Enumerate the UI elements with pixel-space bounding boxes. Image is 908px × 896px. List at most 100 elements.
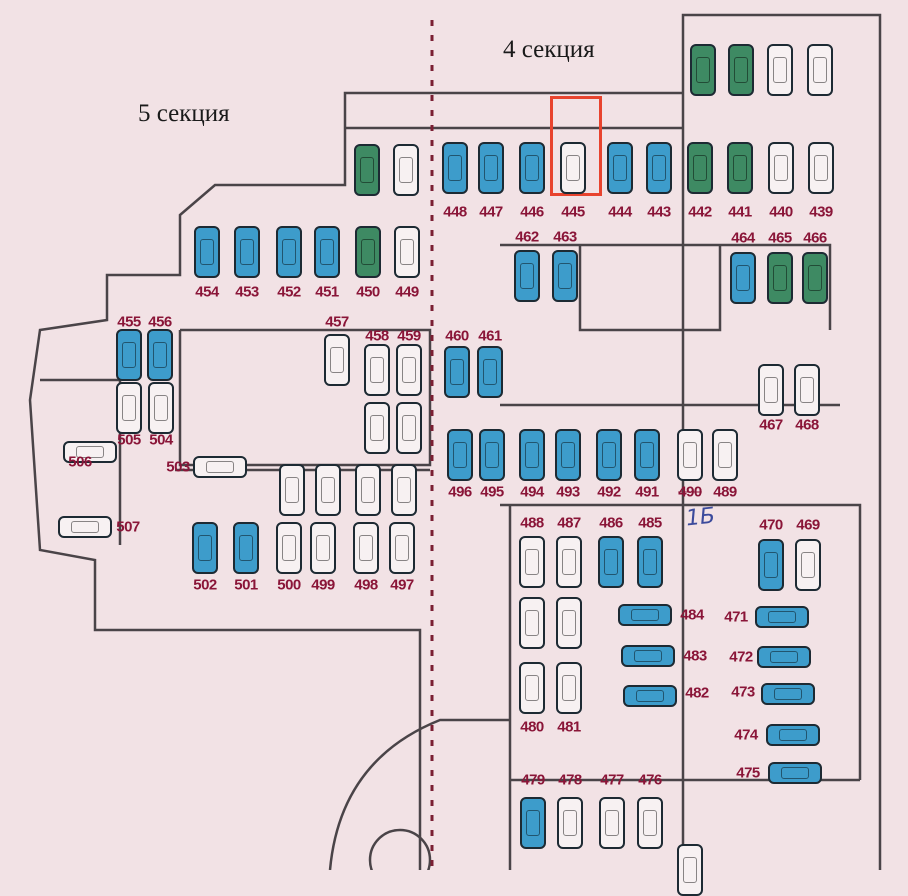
parking-spot-448[interactable] xyxy=(442,142,468,194)
parking-spot-498[interactable] xyxy=(353,522,379,574)
parking-spot-472[interactable] xyxy=(757,646,811,668)
parking-spot-442[interactable] xyxy=(687,142,713,194)
parking-spot-unnumbered[interactable] xyxy=(393,144,419,196)
parking-spot-465[interactable] xyxy=(767,252,793,304)
parking-spot-491[interactable] xyxy=(634,429,660,481)
parking-spot-unnumbered[interactable] xyxy=(728,44,754,96)
parking-spot-unnumbered[interactable] xyxy=(355,464,381,516)
parking-spot-480[interactable] xyxy=(519,662,545,714)
parking-spot-506[interactable] xyxy=(63,441,117,463)
parking-spot-unnumbered[interactable] xyxy=(354,144,380,196)
parking-spot-494[interactable] xyxy=(519,429,545,481)
parking-spot-476[interactable] xyxy=(637,797,663,849)
parking-spot-unnumbered[interactable] xyxy=(315,464,341,516)
parking-spot-unnumbered[interactable] xyxy=(767,44,793,96)
parking-spot-485[interactable] xyxy=(637,536,663,588)
spot-number-472: 472 xyxy=(729,648,753,666)
parking-spot-503[interactable] xyxy=(193,456,247,478)
parking-spot-495[interactable] xyxy=(479,429,505,481)
parking-spot-unnumbered[interactable] xyxy=(364,402,390,454)
parking-spot-477[interactable] xyxy=(599,797,625,849)
parking-spot-unnumbered[interactable] xyxy=(690,44,716,96)
parking-spot-483[interactable] xyxy=(621,645,675,667)
parking-spot-487[interactable] xyxy=(556,536,582,588)
parking-spot-478[interactable] xyxy=(557,797,583,849)
parking-spot-507[interactable] xyxy=(58,516,112,538)
parking-spot-440[interactable] xyxy=(768,142,794,194)
parking-spot-484[interactable] xyxy=(618,604,672,626)
parking-spot-496[interactable] xyxy=(447,429,473,481)
spot-number-462: 462 xyxy=(515,228,539,246)
parking-spot-489[interactable] xyxy=(712,429,738,481)
parking-spot-459[interactable] xyxy=(396,344,422,396)
parking-spot-462[interactable] xyxy=(514,250,540,302)
parking-spot-461[interactable] xyxy=(477,346,503,398)
parking-spot-449[interactable] xyxy=(394,226,420,278)
spot-number-488: 488 xyxy=(520,514,544,532)
parking-spot-441[interactable] xyxy=(727,142,753,194)
spot-number-497: 497 xyxy=(390,576,414,594)
parking-spot-446[interactable] xyxy=(519,142,545,194)
parking-spot-unnumbered[interactable] xyxy=(677,844,703,896)
parking-spot-454[interactable] xyxy=(194,226,220,278)
parking-spot-466[interactable] xyxy=(802,252,828,304)
parking-spot-443[interactable] xyxy=(646,142,672,194)
parking-spot-450[interactable] xyxy=(355,226,381,278)
parking-spot-468[interactable] xyxy=(794,364,820,416)
spot-number-504: 504 xyxy=(149,431,173,449)
parking-spot-492[interactable] xyxy=(596,429,622,481)
parking-spot-473[interactable] xyxy=(761,683,815,705)
parking-spot-467[interactable] xyxy=(758,364,784,416)
spot-number-470: 470 xyxy=(759,516,783,534)
parking-spot-456[interactable] xyxy=(147,329,173,381)
floor-plan xyxy=(28,13,882,870)
spot-number-474: 474 xyxy=(734,726,758,744)
parking-spot-501[interactable] xyxy=(233,522,259,574)
parking-spot-488[interactable] xyxy=(519,536,545,588)
parking-spot-444[interactable] xyxy=(607,142,633,194)
parking-spot-unnumbered[interactable] xyxy=(396,402,422,454)
parking-spot-482[interactable] xyxy=(623,685,677,707)
parking-spot-502[interactable] xyxy=(192,522,218,574)
spot-number-449: 449 xyxy=(395,283,419,301)
parking-spot-471[interactable] xyxy=(755,606,809,628)
parking-spot-463[interactable] xyxy=(552,250,578,302)
parking-spot-479[interactable] xyxy=(520,797,546,849)
parking-spot-500[interactable] xyxy=(276,522,302,574)
parking-spot-504[interactable] xyxy=(148,382,174,434)
parking-spot-490[interactable] xyxy=(677,429,703,481)
spot-number-447: 447 xyxy=(479,203,503,221)
parking-spot-464[interactable] xyxy=(730,252,756,304)
parking-spot-unnumbered[interactable] xyxy=(556,597,582,649)
parking-spot-460[interactable] xyxy=(444,346,470,398)
spot-number-483: 483 xyxy=(683,647,707,665)
spot-number-466: 466 xyxy=(803,229,827,247)
parking-spot-475[interactable] xyxy=(768,762,822,784)
parking-spot-505[interactable] xyxy=(116,382,142,434)
spot-number-499: 499 xyxy=(311,576,335,594)
parking-spot-451[interactable] xyxy=(314,226,340,278)
parking-spot-469[interactable] xyxy=(795,539,821,591)
parking-spot-453[interactable] xyxy=(234,226,260,278)
parking-spot-445[interactable] xyxy=(560,142,586,194)
parking-spot-458[interactable] xyxy=(364,344,390,396)
parking-spot-470[interactable] xyxy=(758,539,784,591)
parking-spot-481[interactable] xyxy=(556,662,582,714)
parking-spot-474[interactable] xyxy=(766,724,820,746)
parking-spot-unnumbered[interactable] xyxy=(519,597,545,649)
parking-spot-452[interactable] xyxy=(276,226,302,278)
spot-number-477: 477 xyxy=(600,771,624,789)
spot-number-482: 482 xyxy=(685,684,709,702)
spot-number-467: 467 xyxy=(759,416,783,434)
parking-spot-unnumbered[interactable] xyxy=(391,464,417,516)
parking-spot-499[interactable] xyxy=(310,522,336,574)
parking-spot-unnumbered[interactable] xyxy=(279,464,305,516)
parking-spot-457[interactable] xyxy=(324,334,350,386)
parking-spot-455[interactable] xyxy=(116,329,142,381)
parking-spot-493[interactable] xyxy=(555,429,581,481)
parking-spot-439[interactable] xyxy=(808,142,834,194)
parking-spot-486[interactable] xyxy=(598,536,624,588)
parking-spot-497[interactable] xyxy=(389,522,415,574)
parking-spot-unnumbered[interactable] xyxy=(807,44,833,96)
parking-spot-447[interactable] xyxy=(478,142,504,194)
